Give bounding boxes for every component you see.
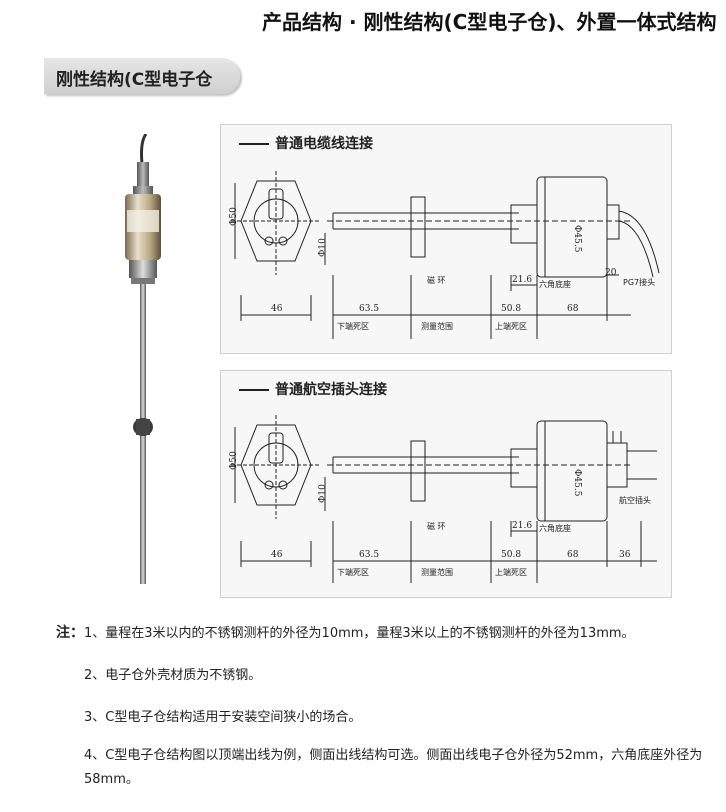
note-item: 3、C型电子仓结构适用于安装空间狭小的场合。: [84, 710, 362, 725]
dim-21-6: 21.6: [512, 275, 532, 285]
dim-phi10: Φ10: [318, 484, 328, 503]
label-upper-dead-zone: 上端死区: [495, 321, 527, 331]
dim-46: 46: [271, 550, 283, 560]
diagram-heading: 普通电缆线连接: [239, 133, 373, 153]
magnet-ring-drawing: [410, 440, 426, 502]
note-item: 4、C型电子仓结构图以顶端出线为例，侧面出线结构可选。侧面出线电子仓外径为52m…: [84, 748, 703, 787]
note-item: 2、电子仓外壳材质为不锈钢。: [84, 668, 262, 683]
label-hex-base: 六角底座: [539, 279, 571, 289]
cable-gland: [137, 162, 149, 188]
dim-46: 46: [271, 304, 283, 314]
label-measuring-range: 测量范围: [421, 321, 453, 331]
dim-68: 68: [567, 304, 579, 314]
diagram-aviation-plug-connection: 普通航空插头连接: [220, 370, 672, 598]
page-title: 产品结构 · 刚性结构(C型电子仓)、外置一体式结构: [262, 10, 717, 34]
label-connector: PG7接头: [623, 277, 655, 287]
notes-label: 注：: [56, 625, 84, 641]
magnet-ring-drawing: [410, 196, 426, 258]
housing-drawing: [536, 176, 608, 278]
dim-68: 68: [567, 550, 579, 560]
diagram-cable-connection: 普通电缆线连接: [220, 124, 672, 354]
aviation-plug-drawing: [606, 442, 628, 488]
technical-drawing: Φ50 Φ10 Φ45.5 磁 环 六角底座 航空插头 46 63.5 50.8…: [229, 415, 657, 583]
dim-63-5: 63.5: [359, 304, 379, 314]
dim-phi50: Φ50: [229, 207, 239, 226]
dim-20: 20: [605, 268, 617, 278]
diagram-heading: 普通航空插头连接: [239, 379, 387, 399]
label-magnet-ring: 磁 环: [427, 275, 446, 285]
section-tab: 刚性结构(C型电子仓: [44, 58, 240, 94]
label-measuring-range: 测量范围: [421, 567, 453, 577]
dim-phi455: Φ45.5: [572, 225, 582, 253]
dim-phi10: Φ10: [318, 238, 328, 257]
sensor-photo: [125, 134, 161, 584]
label-upper-dead-zone: 上端死区: [495, 567, 527, 577]
dim-50-8: 50.8: [501, 304, 521, 314]
dim-phi50: Φ50: [229, 451, 239, 470]
label-lower-dead-zone: 下端死区: [337, 321, 369, 331]
dim-21-6: 21.6: [512, 521, 532, 531]
label-lower-dead-zone: 下端死区: [337, 567, 369, 577]
dim-phi455: Φ45.5: [572, 469, 582, 497]
housing-drawing: [536, 420, 608, 522]
section-tab-label: 刚性结构(C型电子仓: [56, 70, 213, 90]
note-item: 1、量程在3米以内的不锈钢测杆的外径为10mm，量程3米以上的不锈钢测杆的外径为…: [84, 626, 635, 641]
dim-63-5: 63.5: [359, 550, 379, 560]
label-connector: 航空插头: [619, 495, 651, 505]
label-hex-base: 六角底座: [539, 523, 571, 533]
technical-drawing: Φ50 Φ10 Φ45.5 磁 环 六角底座 PG7接头 46 63.5 50.…: [229, 171, 660, 339]
dim-36: 36: [619, 550, 631, 560]
dim-50-8: 50.8: [501, 550, 521, 560]
label-magnet-ring: 磁 环: [427, 521, 446, 531]
